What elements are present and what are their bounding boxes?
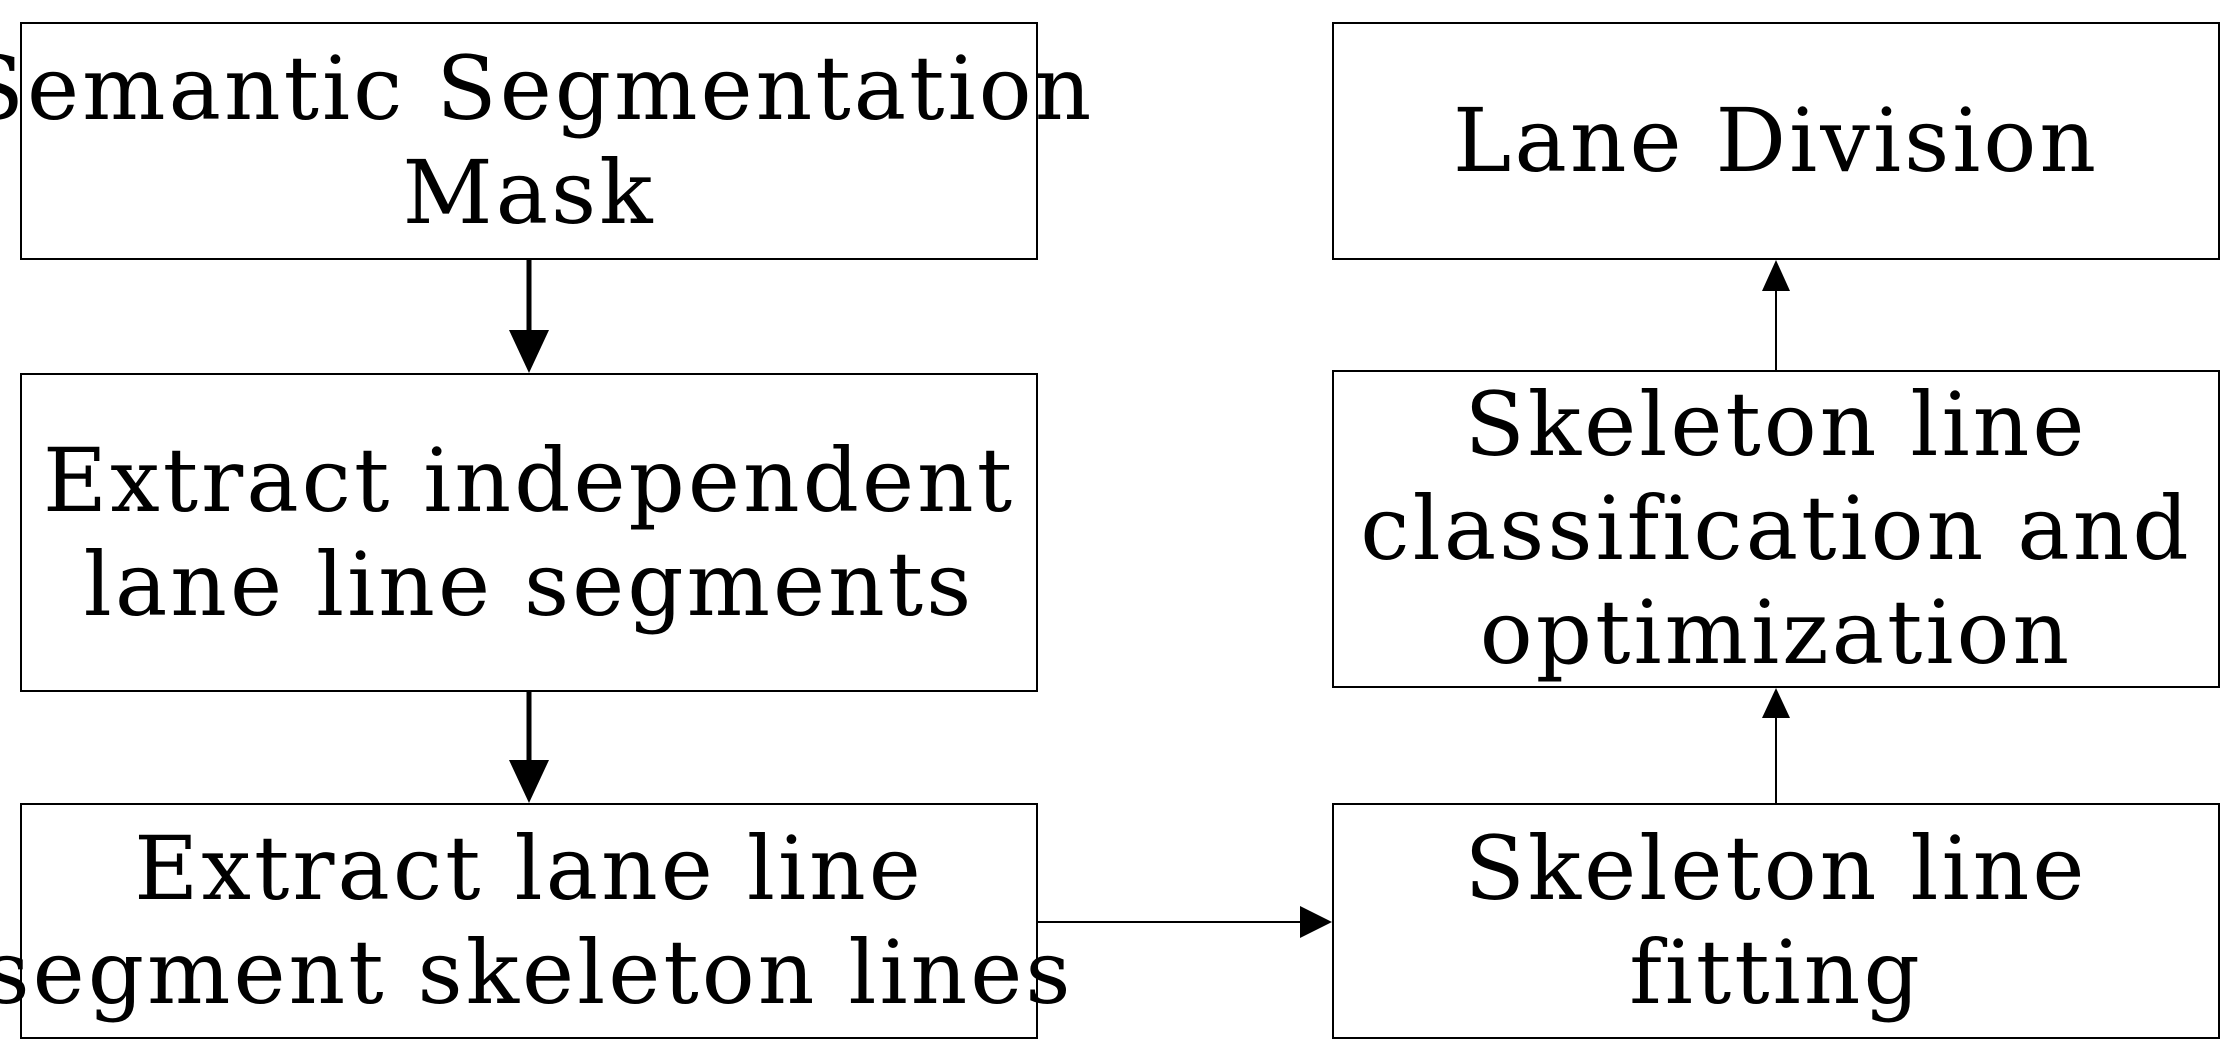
node-label-line: Extract independent: [42, 428, 1016, 532]
node-skeleton-classification-optimization: Skeleton line classification and optimiz…: [1332, 370, 2220, 688]
node-skeleton-line-fitting: Skeleton line fitting: [1332, 803, 2220, 1039]
node-label-line: Extract lane line: [134, 817, 924, 920]
arrowhead-up-icon: [1762, 260, 1790, 291]
node-label-line: segment skeleton lines: [0, 921, 1074, 1024]
node-label-line: lane line segments: [83, 532, 975, 636]
arrow-segments-to-skeleton: [509, 692, 549, 803]
arrow-mask-to-segments: [509, 260, 549, 373]
node-label-line: fitting: [1629, 921, 1923, 1024]
node-extract-independent-segments: Extract independent lane line segments: [20, 373, 1038, 692]
node-lane-division: Lane Division: [1332, 22, 2220, 260]
node-label-line: Skeleton line: [1464, 373, 2088, 476]
arrowhead-right-icon: [1300, 906, 1332, 938]
node-label-line: classification and: [1360, 477, 2192, 580]
node-label-line: optimization: [1479, 581, 2073, 684]
node-label-line: Lane Division: [1452, 89, 2100, 192]
arrowhead-down-icon: [509, 760, 549, 803]
node-semantic-segmentation-mask: Semantic Segmentation Mask: [0, 22, 1091, 260]
node-extract-skeleton-lines: Extract lane line segment skeleton lines: [0, 803, 1071, 1039]
node-label-line: Skeleton line: [1464, 817, 2088, 920]
node-label-line: Mask: [402, 141, 656, 244]
arrow-classification-to-division: [1762, 260, 1790, 370]
arrow-fitting-to-classification: [1762, 688, 1790, 803]
arrow-skeleton-to-fitting: [1038, 906, 1332, 938]
arrowhead-down-icon: [509, 330, 549, 373]
node-label-line: Semantic Segmentation: [0, 37, 1095, 140]
arrowhead-up-icon: [1762, 688, 1790, 718]
